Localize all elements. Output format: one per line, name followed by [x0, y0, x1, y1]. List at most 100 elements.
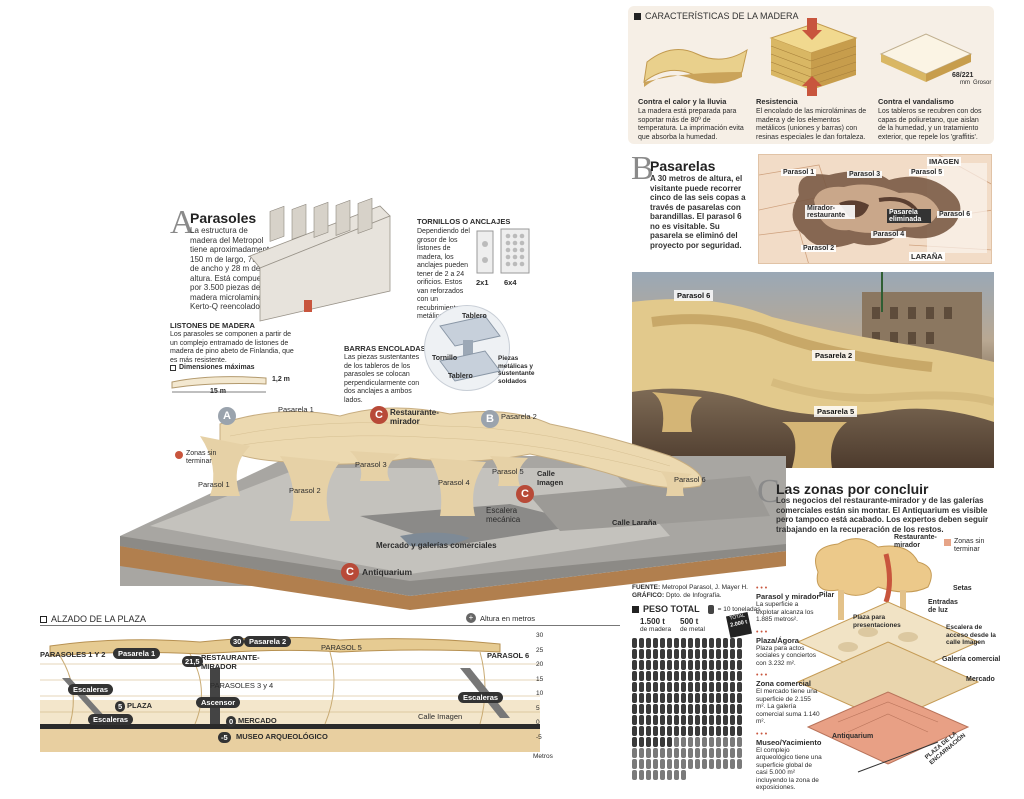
- wood-weight-icon: [688, 660, 693, 670]
- 3d-parasol1: Parasol 1: [198, 480, 230, 489]
- wood-weight-icon: [667, 715, 672, 725]
- wood-weight-icon: [653, 638, 658, 648]
- wood-weight-icon: [730, 704, 735, 714]
- wood-weight-icon: [646, 682, 651, 692]
- wood-weight-icon: [632, 704, 637, 714]
- peso-metal-label: de metal: [680, 626, 705, 633]
- tornillo-label: Tornillo: [432, 355, 458, 362]
- alzado-escaleras-b: Escaleras: [88, 714, 134, 725]
- pasarelas-text: A 30 metros de altura, el visitante pued…: [650, 174, 746, 250]
- parasol-photo: Parasol 6 Pasarela 2 Pasarela 5: [632, 272, 994, 468]
- wood-weight-icon: [646, 715, 651, 725]
- badge-c1: C: [370, 406, 388, 424]
- wood-weight-icon: [688, 693, 693, 703]
- peso-unit-note: = 10 toneladas: [717, 605, 761, 613]
- wood-weight-icon: [702, 715, 707, 725]
- nivel-plaza-text: Plaza para actos sociales y conciertos c…: [756, 644, 816, 667]
- vandalismo-text: Los tableros se recubren con dos capas d…: [878, 108, 982, 141]
- metal-weight-icon: [737, 748, 742, 758]
- wood-weight-icon: [730, 715, 735, 725]
- alzado-museo: MUSEO ARQUEOLÓGICO: [236, 732, 328, 741]
- metal-weight-icon: [674, 770, 679, 780]
- metal-weight-icon: [681, 759, 686, 769]
- wood-weight-icon: [730, 638, 735, 648]
- metal-weight-icon: [688, 759, 693, 769]
- alzado-parasoles12: PARASOLES 1 Y 2: [40, 650, 106, 659]
- alzado-parasoles34: PARASOLES 3 y 4: [210, 681, 274, 690]
- c-pilar: Pilar: [819, 592, 835, 599]
- wood-weight-icon: [737, 704, 742, 714]
- metal-weight-icon: [660, 759, 665, 769]
- map-pasarela-eliminada: Pasarela eliminada: [887, 209, 931, 223]
- listones-title: LISTONES DE MADERA: [170, 321, 255, 330]
- wood-weight-icon: [639, 660, 644, 670]
- badge-c2: C: [516, 485, 534, 503]
- wood-weight-icon: [702, 693, 707, 703]
- 3d-antiquarium: Antiquarium: [362, 567, 413, 577]
- c-galeria: Galería comercial: [942, 656, 1001, 663]
- wood-weight-icon: [660, 737, 665, 747]
- wood-weight-icon: [667, 693, 672, 703]
- peso-madera-label: de madera: [640, 626, 672, 633]
- c-plaza-pres: Plaza para presentaciones: [853, 614, 901, 629]
- metal-weight-icon: [723, 759, 728, 769]
- wood-weight-icon: [737, 682, 742, 692]
- metal-weight-icon: [632, 759, 637, 769]
- wood-weight-icon: [709, 693, 714, 703]
- altura-label: Altura en metros: [480, 613, 536, 623]
- wood-weight-icon: [702, 660, 707, 670]
- metal-weight-icon: [660, 770, 665, 780]
- fuente-text: Metropol Parasol, J. Mayer H.: [661, 584, 748, 591]
- wood-weight-icon: [716, 671, 721, 681]
- c-mercado: Mercado: [966, 676, 995, 683]
- wood-weight-icon: [653, 737, 658, 747]
- wood-weight-icon: [632, 726, 637, 736]
- metal-weight-icon: [730, 737, 735, 747]
- wood-weight-icon: [653, 715, 658, 725]
- wood-weight-icon: [667, 737, 672, 747]
- peso-total-badge: TOTAL 2.000 t: [725, 611, 753, 639]
- metal-weight-icon: [632, 748, 637, 758]
- wood-weight-icon: [674, 660, 679, 670]
- wood-weight-icon: [653, 682, 658, 692]
- wood-weight-icon: [716, 660, 721, 670]
- wood-weight-icon: [674, 649, 679, 659]
- wood-weight-icon: [723, 638, 728, 648]
- wood-weight-icon: [639, 704, 644, 714]
- piezas-label: Piezas metálicas y sustentante soldados: [498, 355, 535, 385]
- alzado-metros: Metros: [533, 753, 553, 760]
- 3d-restaurante: Restaurante-mirador: [390, 408, 439, 426]
- zonas-letter: C: [757, 473, 780, 510]
- metal-weight-icon: [681, 770, 686, 780]
- metal-weight-icon: [723, 748, 728, 758]
- zonas-text: Los negocios del restaurante-mirador y d…: [776, 496, 989, 534]
- pasarelas-map: IMAGEN Parasol 1 Parasol 3 Parasol 5 Mir…: [758, 154, 992, 264]
- peso-title: PESO TOTAL: [643, 604, 700, 614]
- metal-weight-icon: [709, 759, 714, 769]
- wood-weight-icon: [632, 649, 637, 659]
- wood-weight-icon: [737, 649, 742, 659]
- wood-weight-icon: [695, 704, 700, 714]
- wood-weight-icon: [723, 715, 728, 725]
- alzado-pasarela2: Pasarela 2: [244, 636, 292, 647]
- wood-weight-icon: [695, 715, 700, 725]
- wood-weight-icon: [681, 682, 686, 692]
- wood-weight-icon: [681, 726, 686, 736]
- alzado-n0: 0: [226, 716, 237, 727]
- wood-weight-icon: [737, 715, 742, 725]
- wood-weight-icon: [730, 682, 735, 692]
- 3d-escalera: Escalera mecánica: [486, 506, 521, 524]
- anchor-6x4-icon: [500, 228, 530, 274]
- nivel-museo-text: El complejo arqueológico tiene una super…: [756, 746, 822, 792]
- metal-weight-icon: [716, 748, 721, 758]
- wood-weight-icon: [646, 638, 651, 648]
- y-tick-label: 25: [536, 646, 544, 654]
- metropol-3d-render: [120, 407, 786, 610]
- wood-weight-icon: [716, 715, 721, 725]
- wood-weight-icon: [646, 693, 651, 703]
- wood-weight-icon: [716, 649, 721, 659]
- metal-weight-icon: [730, 759, 735, 769]
- wood-weight-icon: [681, 671, 686, 681]
- wood-weight-icon: [709, 638, 714, 648]
- wood-weight-icon: [702, 726, 707, 736]
